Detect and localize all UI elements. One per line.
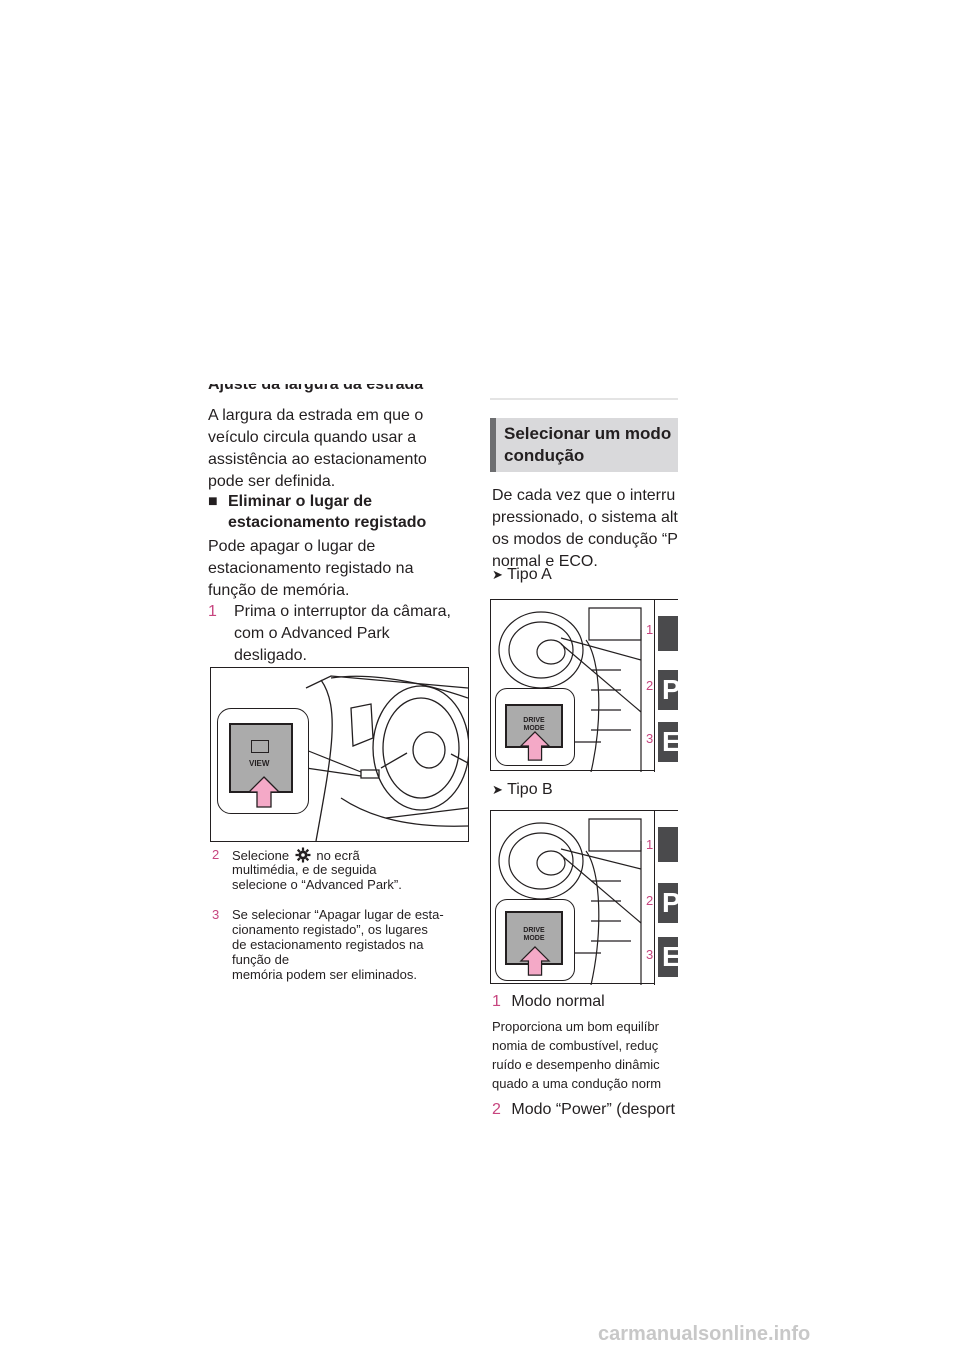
view-label: VIEW [249, 759, 270, 768]
step-1-text: Prima o interruptor da câmara, com o Adv… [234, 603, 451, 664]
mode-label-eco: E [658, 937, 678, 977]
step-2-number: 2 [212, 847, 220, 862]
section-title-accent [490, 418, 496, 472]
partial-heading: Ajuste da largura da estrada [208, 384, 424, 393]
item-1-desc-line: Proporciona um bom equilíbr [492, 1019, 659, 1034]
type-a-text: Tipo A [507, 566, 552, 583]
section-title-line-2: condução [504, 446, 585, 465]
step-3-line: de estacionamento registados na [232, 937, 424, 952]
step-3-line: Se selecionar “Apagar lugar de esta- [232, 907, 444, 922]
drive-mode-line-1: DRIVE [523, 927, 545, 934]
press-arrow-icon [519, 731, 551, 761]
paragraph-road-width: A largura da estrada em que o veículo ci… [208, 407, 427, 490]
step-2-after: no ecrã [316, 848, 360, 863]
step-2-before: Selecione [232, 848, 290, 863]
intro-line: De cada vez que o interru [492, 487, 676, 504]
item-1-text: Modo normal [511, 993, 605, 1010]
camera-icon [251, 740, 269, 753]
item-1-number: 1 [492, 993, 501, 1010]
step-2-line-1: Selecione no ecrã [232, 847, 360, 863]
step-2-line-2: multimédia, e de seguida [232, 862, 377, 877]
mode-number-3: 3 [646, 731, 654, 746]
step-3-number: 3 [212, 907, 220, 922]
press-arrow-icon [247, 776, 281, 808]
mode-number-2: 2 [646, 678, 654, 693]
dashboard-illustration-a [498, 607, 642, 772]
heading-square-bullet: ■ [208, 493, 218, 510]
intro-line: pressionado, o sistema alt [492, 509, 678, 526]
press-arrow-icon [519, 946, 551, 976]
arrow-bullet-icon: ➤ [492, 782, 503, 797]
mode-label-power: PW [658, 883, 678, 923]
figure-type-a: DRIVE MODE 1 2 PW 3 E [490, 599, 678, 772]
watermark: carmanualsonline.info [598, 1323, 811, 1345]
item-2-text: Modo “Power” (desport [511, 1101, 675, 1118]
drive-mode-line-2: MODE [523, 935, 545, 942]
mode-label-power: PW [658, 670, 678, 710]
item-2-number: 2 [492, 1101, 501, 1118]
mode-label-eco: E [658, 722, 678, 762]
heading-line-1: Eliminar o lugar de [228, 493, 373, 510]
figure-view-switch: VIEW [210, 667, 469, 842]
intro-line: os modos de condução “P [492, 531, 678, 548]
type-b-label: ➤ Tipo B [492, 779, 553, 801]
section-divider [490, 398, 678, 400]
intro-line: normal e ECO. [492, 553, 598, 570]
item-1-desc-line: ruído e desempenho dinâmic [492, 1057, 660, 1072]
mode-label-normal [658, 616, 678, 651]
type-b-text: Tipo B [507, 781, 553, 798]
item-1-desc-line: nomia de combustível, reduç [492, 1038, 659, 1053]
mode-label-normal [658, 827, 678, 862]
heading-line-2: estacionamento registado [228, 514, 427, 531]
right-column: Selecionar um modo condução De cada vez … [490, 390, 678, 1130]
step-1-number: 1 [208, 603, 217, 620]
drive-mode-line-2: MODE [523, 725, 545, 732]
item-2: 2 Modo “Power” (desport [492, 1099, 675, 1121]
step-3-line: memória podem ser eliminados. [232, 967, 417, 982]
item-1-desc-line: quado a uma condução norm [492, 1076, 662, 1091]
section-title-bar: Selecionar um modo condução [490, 418, 678, 472]
paragraph-delete-memory: Pode apagar o lugar de estacionamento re… [208, 538, 414, 599]
figure-type-b: DRIVE MODE 1 2 PW 3 E [490, 810, 678, 985]
drive-mode-button-a: DRIVE MODE [505, 704, 563, 748]
mode-number-2: 2 [646, 893, 654, 908]
gear-icon [293, 847, 313, 863]
dashboard-illustration [305, 675, 468, 841]
section-title-line-1: Selecionar um modo [504, 424, 672, 443]
type-a-label: ➤ Tipo A [492, 564, 552, 586]
item-1: 1 Modo normal [492, 991, 605, 1013]
drive-mode-line-1: DRIVE [523, 717, 545, 724]
step-3-line: função de [232, 952, 290, 967]
step-2-line-3: selecione o “Advanced Park”. [232, 877, 402, 892]
mode-number-3: 3 [646, 947, 654, 962]
step-3-line: cionamento registado”, os lugares [232, 922, 428, 937]
partial-heading-clip: Ajuste da largura da estrada [208, 384, 470, 399]
arrow-bullet-icon: ➤ [492, 567, 503, 582]
mode-number-1: 1 [646, 837, 654, 852]
mode-number-1: 1 [646, 622, 654, 637]
